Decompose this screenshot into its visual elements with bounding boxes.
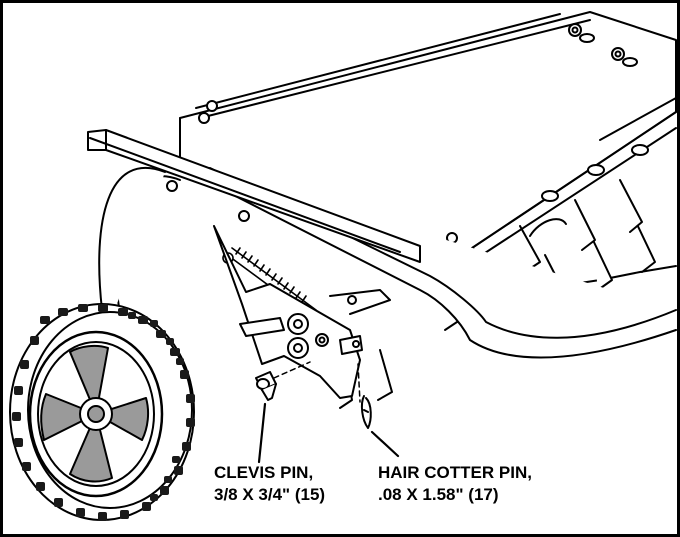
clevis-pin	[255, 371, 277, 401]
clevis-pin-callout-line2: 3/8 X 3/4" (15)	[214, 485, 326, 504]
wheel	[9, 303, 195, 521]
cotter-pin-leader	[370, 430, 400, 458]
wheel-spokes	[40, 344, 150, 483]
hair-cotter-pin	[360, 395, 372, 429]
hair-cotter-pin-callout: HAIR COTTER PIN, .08 X 1.58" (17)	[378, 462, 532, 506]
clevis-pin-callout: CLEVIS PIN, 3/8 X 3/4" (15)	[214, 462, 325, 506]
clevis-pin-leader	[257, 402, 267, 464]
clevis-pin-callout-line1: CLEVIS PIN,	[214, 463, 314, 482]
cotter-pin-dashed-path	[357, 363, 361, 403]
hair-cotter-pin-callout-line1: HAIR COTTER PIN,	[378, 463, 532, 482]
clevis-pin-dashed-path	[273, 361, 311, 379]
tire-tread	[12, 304, 195, 521]
adjust-bracket	[213, 225, 391, 399]
hair-cotter-pin-callout-line2: .08 X 1.58" (17)	[378, 485, 499, 504]
tow-bar	[87, 129, 421, 263]
